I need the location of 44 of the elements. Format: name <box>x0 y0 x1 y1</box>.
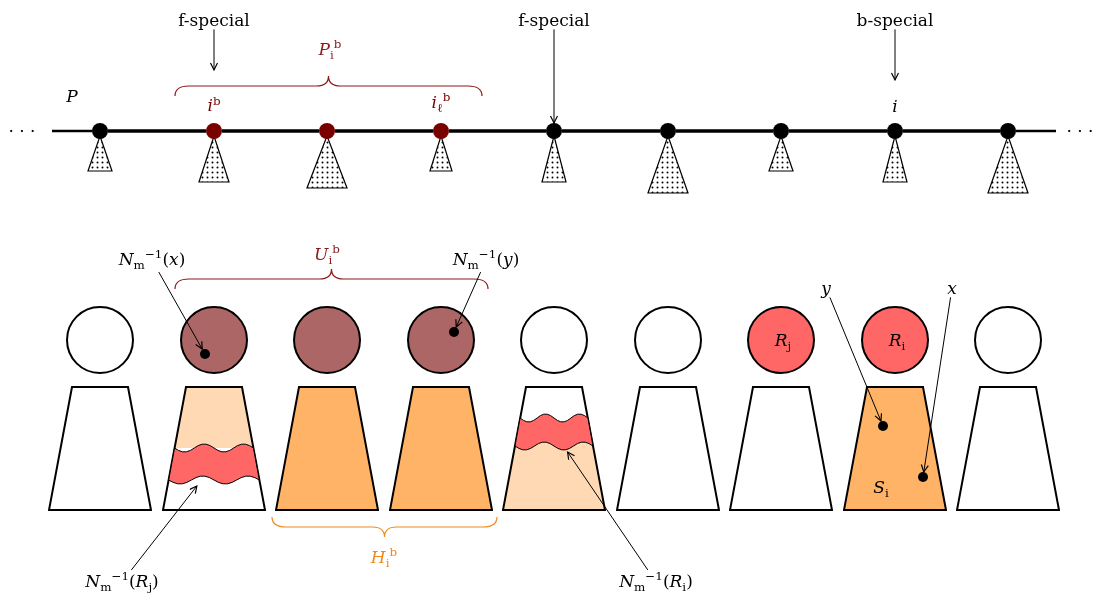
arrow <box>455 271 482 328</box>
text-label: N$_{m}$$^{−1}$(x) <box>118 247 186 273</box>
path-vertex <box>546 123 562 139</box>
path-vertex <box>1000 123 1016 139</box>
path-edge <box>789 129 887 133</box>
path-edge <box>676 129 773 133</box>
path-edge <box>108 129 206 133</box>
text-label: y <box>821 278 831 298</box>
arrow <box>829 296 883 422</box>
arrow <box>920 296 952 473</box>
path-edge <box>449 129 546 133</box>
ellipsis: · · · <box>8 121 36 141</box>
path-vertex <box>92 123 108 139</box>
text-label: b-special <box>856 10 934 30</box>
node-label: R$_{j}$ <box>774 330 792 354</box>
arrow <box>890 28 900 81</box>
path-vertex <box>660 123 676 139</box>
text-label: N$_{m}$$^{−1}$(y) <box>452 247 520 273</box>
text-label: N$_{m}$$^{−1}$(R$_{j}$) <box>85 569 159 595</box>
vertex-label: i <box>892 96 898 116</box>
point-marker <box>918 472 928 482</box>
text-label: f-special <box>518 10 590 30</box>
path-vertex <box>773 123 789 139</box>
arrow <box>130 485 198 571</box>
point-marker <box>449 327 459 337</box>
vertex-label: i$^{b}$ <box>207 94 221 116</box>
path-vertex <box>319 123 335 139</box>
node-label: R$_{i}$ <box>888 330 906 354</box>
point-marker <box>200 349 210 359</box>
text-label: N$_{m}$$^{−1}$(R$_{i}$) <box>619 569 693 595</box>
path-edge <box>335 129 433 133</box>
path-edge <box>222 129 319 133</box>
arrow <box>209 28 219 71</box>
arrow <box>549 28 559 124</box>
arrow <box>567 451 649 571</box>
arrow <box>158 271 203 350</box>
node-label: S$_{i}$ <box>873 477 889 501</box>
ellipsis: · · · <box>1066 121 1094 141</box>
text-label: f-special <box>178 10 250 30</box>
text-label: x <box>947 278 957 298</box>
point-marker <box>878 421 888 431</box>
path-edge <box>562 129 660 133</box>
path-edge <box>903 129 1000 133</box>
path-label: P <box>66 86 78 106</box>
